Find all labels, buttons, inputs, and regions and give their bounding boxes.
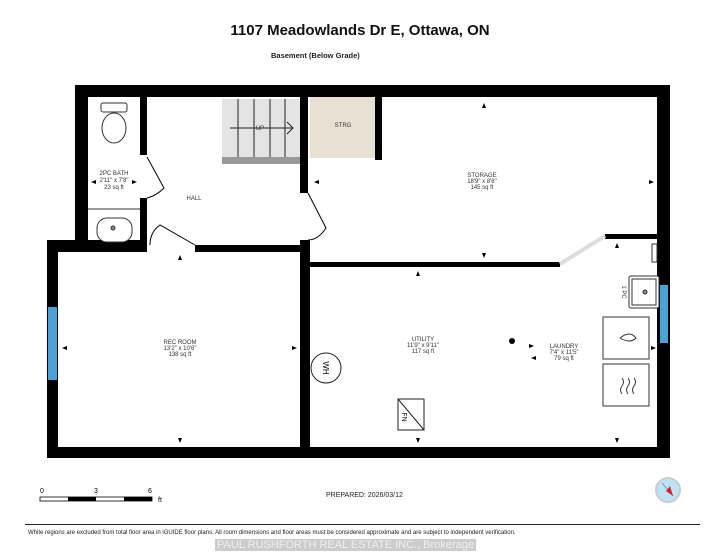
- brokerage-watermark: PAUL RUSHFORTH REAL ESTATE INC., Brokera…: [215, 539, 476, 551]
- panel-icon: [651, 243, 658, 263]
- prepared-date: PREPARED: 2026/03/12: [326, 492, 403, 499]
- bath-name: 2PC BATH: [100, 171, 129, 177]
- walls: [47, 85, 670, 458]
- footer-divider: [25, 524, 700, 525]
- furnace-icon: FN: [397, 398, 425, 431]
- svg-text:3: 3: [94, 488, 98, 495]
- floor-drain-icon: [509, 338, 515, 344]
- water-heater-icon: WH: [310, 352, 342, 384]
- dryer-icon: [602, 363, 650, 407]
- bath-area: 23 sq ft: [104, 185, 124, 191]
- rec-name: REC ROOM: [164, 340, 197, 346]
- stairs-landing: [222, 157, 300, 164]
- strg-closet: [310, 95, 376, 158]
- doors[interactable]: [146, 156, 327, 246]
- bath-sink-icon: [96, 217, 133, 243]
- stairs-arrow-icon: [230, 121, 294, 135]
- window-left: [48, 307, 57, 380]
- bath-dims: 2'11" x 7'8": [99, 178, 128, 184]
- svg-text:ft: ft: [158, 497, 162, 504]
- utility-name: UTILITY: [412, 337, 434, 343]
- svg-text:WH: WH: [321, 361, 330, 375]
- bath-door: [146, 156, 165, 199]
- floor-label: Basement (Below Grade): [271, 51, 360, 60]
- hall-door: [149, 224, 196, 246]
- storage-door: [307, 192, 327, 241]
- stairs-up-label: UP: [256, 126, 264, 132]
- window-right: [660, 285, 668, 343]
- opening: [558, 234, 607, 266]
- laundry-dims: 7'4" x 11'5": [549, 350, 578, 356]
- disclaimer: White regions are excluded from total fl…: [28, 530, 516, 536]
- laundry-sink-icon: [628, 275, 660, 309]
- strg-label: STRG: [335, 123, 352, 129]
- washer-icon: [602, 316, 650, 360]
- rec-area: 138 sq ft: [168, 352, 191, 358]
- storage-name: STORAGE: [467, 173, 496, 179]
- rec-dims: 13'2" x 10'6": [164, 346, 197, 352]
- toilet-icon: [100, 102, 128, 144]
- dimension-markers: [62, 103, 656, 443]
- svg-text:0: 0: [40, 488, 44, 495]
- scale-bar: 0 3 6 ft: [39, 488, 162, 504]
- laundry-name: LAUNDRY: [550, 344, 579, 350]
- utility-dims: 11'9" x 9'11": [407, 343, 439, 349]
- utility-area: 117 sq ft: [412, 349, 435, 355]
- storage-area: 145 sq ft: [470, 185, 493, 191]
- pc-label: 1 PC: [620, 285, 626, 299]
- compass-icon: [655, 477, 681, 503]
- svg-text:6: 6: [148, 488, 152, 495]
- svg-text:FN: FN: [400, 412, 407, 421]
- hall-name: HALL: [186, 196, 202, 202]
- storage-dims: 18'9" x 8'8": [467, 179, 497, 185]
- plan-title: 1107 Meadowlands Dr E, Ottawa, ON: [230, 22, 490, 39]
- laundry-area: 79 sq ft: [554, 356, 574, 362]
